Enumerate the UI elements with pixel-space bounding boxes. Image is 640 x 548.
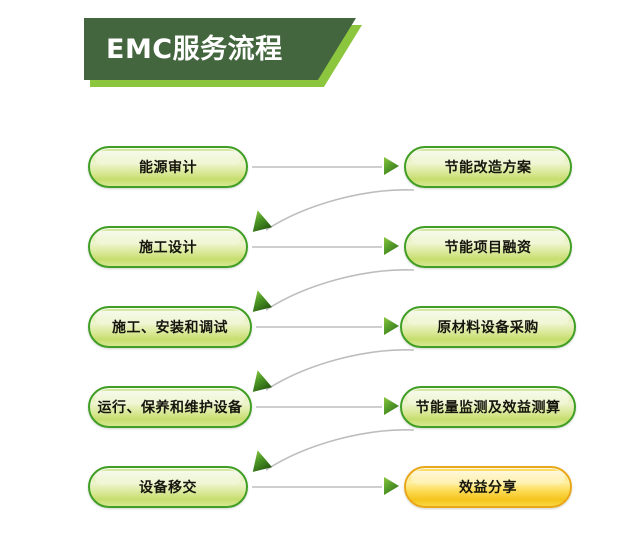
flow-node-equipment-handover[interactable]: 设备移交 [88,466,248,508]
arrow-right-icon [384,477,399,495]
flow-node-label: 施工、安装和调试 [112,320,228,336]
flow-node-savings-measurement[interactable]: 节能量监测及效益测算 [400,386,576,428]
flow-node-label: 节能量监测及效益测算 [415,400,561,416]
flow-node-retrofit-plan[interactable]: 节能改造方案 [404,146,572,188]
flow-row: 能源审计 节能改造方案 [0,146,640,190]
flow-node-install-commission[interactable]: 施工、安装和调试 [88,306,252,348]
flow-node-operation-maintenance[interactable]: 运行、保养和维护设备 [88,386,252,428]
connector-line [252,246,382,248]
forward-connector [252,477,399,495]
arrow-right-icon [384,317,399,335]
flow-node-label: 能源审计 [139,160,197,176]
connector-line [252,486,382,488]
flow-node-label: 原材料设备采购 [437,320,539,336]
arrow-right-icon [384,397,399,415]
connector-line [252,166,382,168]
arrow-right-icon [384,237,399,255]
flow-node-construction-design[interactable]: 施工设计 [88,226,248,268]
flow-node-label: 节能改造方案 [444,160,532,176]
arrow-right-icon [384,157,399,175]
flow-node-label: 节能项目融资 [444,240,532,256]
connector-line [256,406,382,408]
flow-row: 施工设计 节能项目融资 [0,226,640,270]
flow-node-label: 运行、保养和维护设备 [97,400,243,416]
banner-shape: EMC服务流程 [84,18,356,80]
flow-row: 施工、安装和调试 原材料设备采购 [0,306,640,350]
flow-node-energy-audit[interactable]: 能源审计 [88,146,248,188]
flow-node-label: 设备移交 [139,480,197,496]
forward-connector [256,397,399,415]
flow-node-label: 施工设计 [139,240,197,256]
connector-line [256,326,382,328]
flow-row: 设备移交 效益分享 [0,466,640,510]
forward-connector [252,157,399,175]
flow-node-material-procurement[interactable]: 原材料设备采购 [400,306,576,348]
page-title: EMC服务流程 [106,33,283,65]
flow-node-project-financing[interactable]: 节能项目融资 [404,226,572,268]
forward-connector [256,317,399,335]
flow-row: 运行、保养和维护设备 节能量监测及效益测算 [0,386,640,430]
forward-connector [252,237,399,255]
page-title-banner: EMC服务流程 [84,18,362,87]
flow-node-benefit-sharing[interactable]: 效益分享 [404,466,572,508]
flow-node-label: 效益分享 [459,480,517,496]
